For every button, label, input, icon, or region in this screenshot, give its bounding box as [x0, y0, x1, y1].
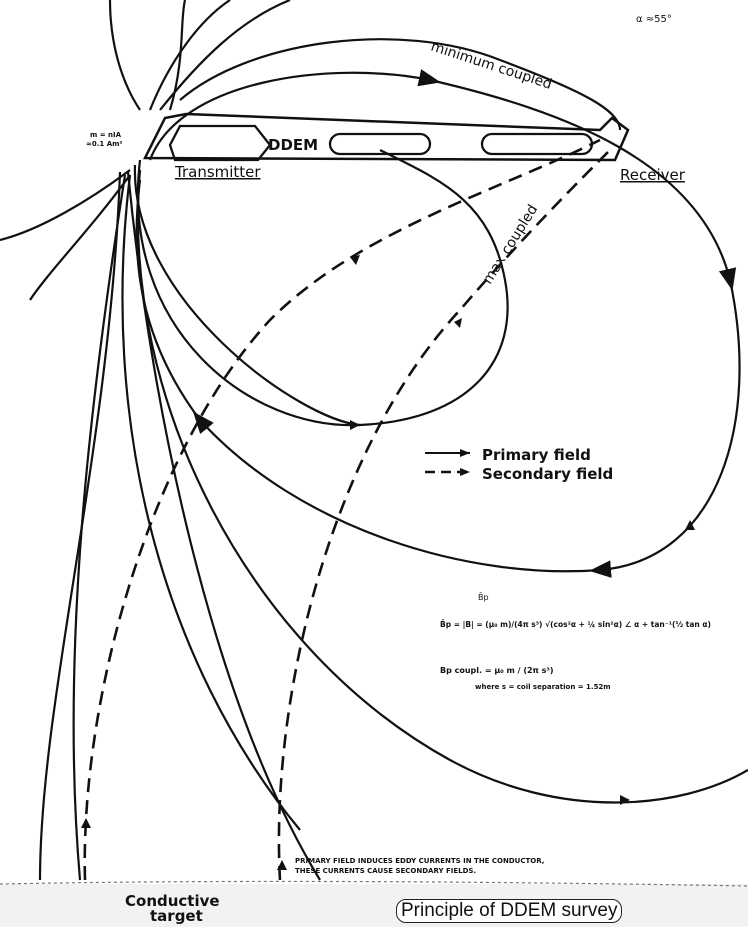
angle-note: α ≈55°: [636, 14, 672, 25]
primary-left-1: [0, 169, 131, 242]
secondary-line-1: [83, 138, 601, 881]
conductive-target: [0, 880, 748, 927]
transmitter-label: Transmitter: [174, 163, 261, 181]
primary-left-3: [108, 0, 141, 111]
primary-loop-outer: [135, 69, 741, 578]
primary-field-lines: [0, 0, 748, 881]
primary-up-1: [148, 0, 231, 111]
legend-primary-label: Primary field: [482, 446, 591, 464]
target-label-line2: target: [150, 907, 203, 925]
note-line1: PRIMARY FIELD INDUCES EDDY CURRENTS IN T…: [295, 857, 544, 865]
max-coupled-label: max coupled: [480, 202, 541, 287]
moment-label-line1: m = nIA: [90, 131, 122, 139]
formula-line1: B̄p = |B| = (μ₀ m)/(4π s³) √(cos²α + ¼ s…: [440, 620, 711, 630]
note-line2: THESE CURRENTS CAUSE SECONDARY FIELDS.: [295, 867, 476, 875]
primary-line-3: [136, 169, 748, 804]
secondary-line-2: [277, 149, 611, 881]
primary-up-3: [168, 0, 187, 111]
primary-line-7: [126, 171, 321, 881]
bp-symbol: B̄p: [478, 592, 489, 602]
primary-right-return: [179, 38, 622, 131]
primary-line-6: [38, 171, 122, 881]
target-label-line1: Conductive: [125, 892, 220, 910]
secondary-field-lines: [81, 138, 611, 881]
primary-line-8: [133, 164, 361, 427]
receiver-label: Receiver: [620, 166, 686, 184]
primary-left-2: [29, 174, 131, 301]
primary-loop-inner: [137, 149, 509, 427]
figure-caption: Principle of DDEM survey: [396, 899, 623, 923]
formula-line2: Bp coupl. = μ₀ m / (2π s³): [440, 666, 554, 675]
formula-line3: where s = coil separation = 1.52m: [475, 683, 611, 691]
primary-line-4: [121, 174, 301, 831]
instrument-label: DDEM: [268, 136, 318, 154]
legend: Primary field Secondary field: [425, 446, 613, 483]
moment-label-line2: ≈0.1 Am²: [86, 140, 122, 148]
formula-block: B̄p B̄p = |B| = (μ₀ m)/(4π s³) √(cos²α +…: [440, 592, 711, 691]
legend-secondary-label: Secondary field: [482, 465, 613, 483]
